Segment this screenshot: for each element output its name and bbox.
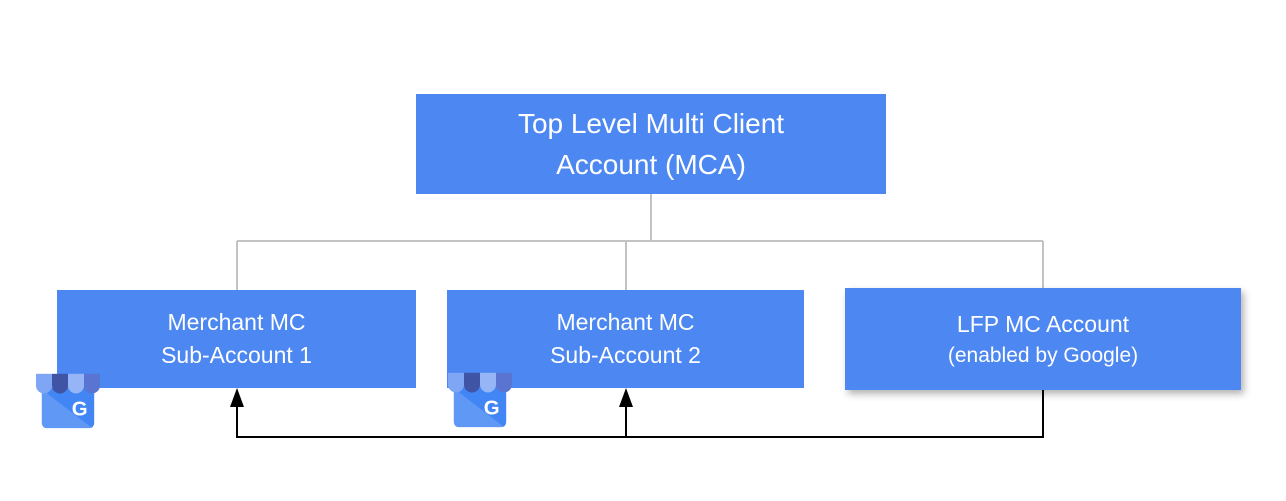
awning-scallop [448,376,464,393]
awning-scallop [36,377,52,394]
node-merchant-sub-account-2: Merchant MC Sub-Account 2 [447,290,804,388]
lfp-feed-lines [236,390,1044,438]
tree-connector-lines [236,194,1044,290]
node-label-line: (enabled by Google) [947,343,1139,367]
storefront-body [41,387,95,429]
node-top-level-mca: Top Level Multi Client Account (MCA) [416,94,886,194]
google-my-business-icon: G [448,372,512,428]
awning-scallop [52,377,68,394]
node-label-line: Sub-Account 1 [161,342,312,368]
google-g-letter: G [72,399,88,421]
node-lfp-mc-account: LFP MC Account (enabled by Google) [845,288,1241,390]
node-label-line: Top Level Multi Client [517,108,785,139]
arrowhead-to-sub1 [230,388,244,407]
storefront-body [453,386,507,428]
awning-scallop [480,376,496,393]
awning-scallop [84,377,100,394]
google-my-business-icon: G [36,373,100,429]
node-label-line: LFP MC Account [956,310,1130,337]
awning-scallop [464,376,480,393]
node-label-line: Account (MCA) [556,149,746,180]
node-merchant-sub-account-1: Merchant MC Sub-Account 1 [57,290,416,388]
node-label-line: Merchant MC [167,309,306,335]
awning-scallop [68,377,84,394]
awning-scallop [496,376,512,393]
arrowhead-to-sub2 [619,388,633,407]
node-label-line: Sub-Account 2 [550,342,701,368]
google-g-letter: G [484,398,500,420]
node-label-line: Merchant MC [556,309,695,335]
